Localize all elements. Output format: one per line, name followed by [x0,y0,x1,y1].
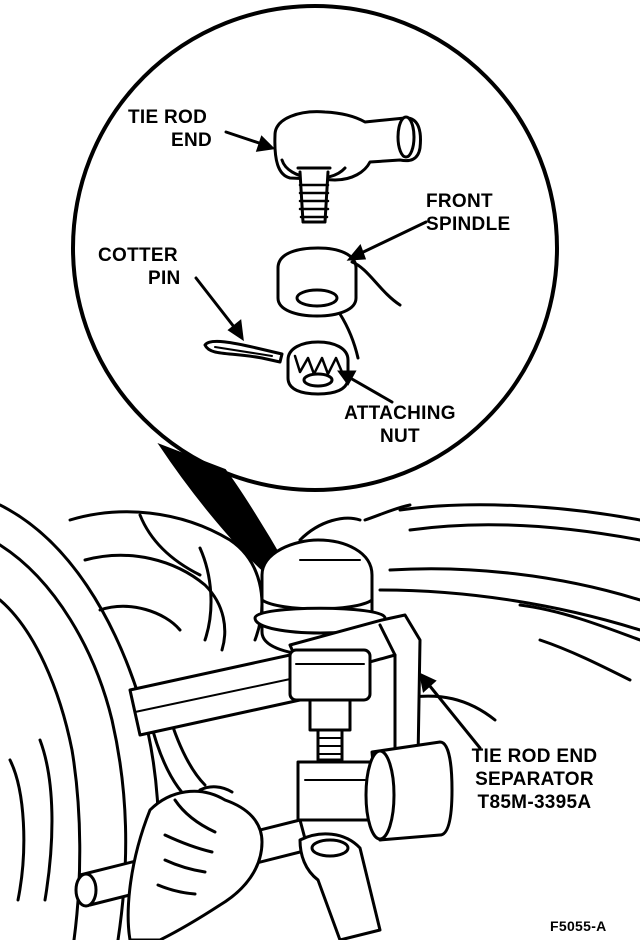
attaching-nut-part [286,340,350,396]
cotter-pin-part [203,339,284,364]
label-front-spindle-line1: FRONT [426,191,493,212]
figure-id: F5055-A [550,918,607,934]
label-cotter-pin: COTTER PIN [98,244,181,290]
label-attaching-nut-line1: ATTACHING [344,403,456,424]
steering-knuckle [68,510,264,807]
label-separator-line3: T85M-3395A [477,792,592,813]
ball-joint-housing [253,538,387,657]
spindle-arm-line [298,516,362,542]
label-tie-rod-end: TIE ROD END [128,106,212,152]
tie-rod-end-part [273,110,422,224]
label-separator-line1: TIE ROD END [471,746,598,767]
cotter-pin-leader [194,276,244,342]
hammer-head [364,740,454,842]
label-front-spindle-line2: SPINDLE [426,214,511,235]
label-attaching-nut-line2: NUT [380,426,420,447]
label-cotter-pin-line1: COTTER [98,245,178,266]
label-tie-rod-end-line1: TIE ROD [128,107,208,128]
lower-arm [298,832,382,940]
separator-leader [418,672,482,750]
label-attaching-nut: ATTACHING NUT [334,402,466,448]
tie-rod-arm [128,653,302,737]
label-front-spindle: FRONT SPINDLE [426,190,510,236]
label-cotter-pin-line2: PIN [148,268,181,289]
front-spindle-leader [346,220,428,261]
tie-rod-end-leader [224,130,276,152]
label-separator-tool: TIE ROD END SEPARATOR T85M-3395A [452,745,617,814]
label-tie-rod-end-line2: END [171,130,213,151]
separator-screw [296,698,374,822]
spindle-arm-line-2 [363,503,412,522]
front-spindle-part [276,246,402,360]
label-separator-line2: SEPARATOR [475,769,594,790]
attaching-nut-leader [337,370,394,404]
hand [126,785,264,940]
